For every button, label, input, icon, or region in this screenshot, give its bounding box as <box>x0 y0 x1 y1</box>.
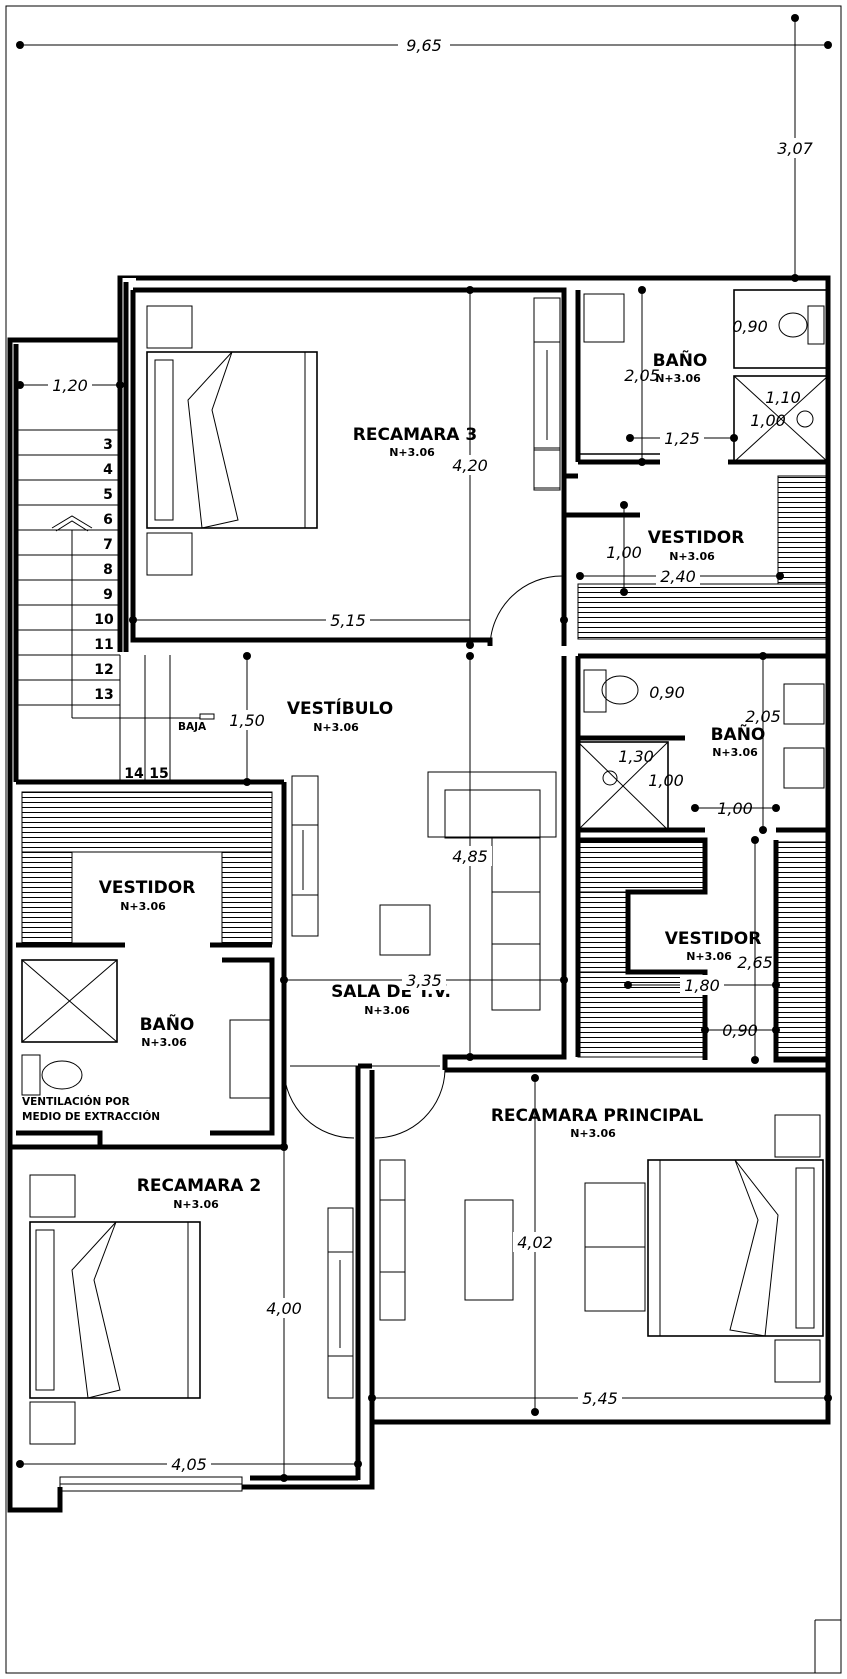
dim-vestidor2-width: 1,80 <box>684 976 720 995</box>
dim-front-setback: 3,07 <box>777 139 813 158</box>
room-name: BAÑO <box>140 1012 195 1035</box>
step-number: 7 <box>103 537 113 553</box>
dim-vestidor2-passage: 0,90 <box>722 1021 758 1040</box>
step-number: 15 <box>149 766 168 782</box>
lot-boundary <box>5 5 842 1674</box>
room-name: BAÑO <box>653 348 708 371</box>
step-number: 4 <box>103 462 113 478</box>
dim-recamara2-width: 4,05 <box>171 1455 207 1474</box>
room-vestidor-der: VESTIDOR N+3.06 <box>665 929 762 963</box>
room-recamara-3: RECAMARA 3 N+3.06 <box>353 425 477 459</box>
dim-recamara2-depth: 4,00 <box>266 1299 302 1318</box>
room-name: VESTIDOR <box>648 528 745 548</box>
room-level: N+3.06 <box>173 1198 219 1211</box>
dimension-labels: 9,65 3,07 1,20 5,15 4,20 0,90 2,05 1,10 … <box>48 35 818 1474</box>
room-level: N+3.06 <box>686 950 732 963</box>
room-level: N+3.06 <box>141 1036 187 1049</box>
note-line-1: VENTILACIÓN POR <box>22 1095 130 1108</box>
step-number: 10 <box>94 612 114 628</box>
dim-vestidor2-depth: 2,65 <box>737 953 773 972</box>
room-name: VESTIDOR <box>665 929 762 949</box>
room-recamara-2: RECAMARA 2 N+3.06 <box>137 1176 261 1211</box>
dim-vestidor1-depth: 1,00 <box>606 543 642 562</box>
wardrobe-hatching <box>21 475 829 1058</box>
dim-principal-depth: 4,02 <box>517 1233 553 1252</box>
room-level: N+3.06 <box>389 446 435 459</box>
room-name: RECAMARA PRINCIPAL <box>491 1106 704 1126</box>
dimension-markers <box>16 14 832 1482</box>
dim-bano1-toilet: 0,90 <box>732 317 768 336</box>
dim-sala-depth: 4,85 <box>452 847 488 866</box>
room-level: N+3.06 <box>364 1004 410 1017</box>
room-level: N+3.06 <box>655 372 701 385</box>
stair-direction-label: BAJA <box>178 721 207 733</box>
room-name: BAÑO <box>711 722 766 745</box>
dim-bano1-shower-w: 1,10 <box>765 388 801 407</box>
stair-step-numbers: 3 4 5 6 7 8 9 10 11 12 13 14 15 BAJA <box>94 437 207 782</box>
ventilation-note: VENTILACIÓN POR MEDIO DE EXTRACCIÓN <box>22 1095 160 1123</box>
step-number: 14 <box>124 766 144 782</box>
room-name: VESTIDOR <box>99 878 196 898</box>
room-name: RECAMARA 2 <box>137 1176 261 1196</box>
note-line-2: MEDIO DE EXTRACCIÓN <box>22 1110 160 1123</box>
step-number: 12 <box>94 662 113 678</box>
room-level: N+3.06 <box>120 900 166 913</box>
dim-vestidor1-width: 2,40 <box>660 567 696 586</box>
dim-vestibulo-depth: 1,50 <box>229 711 265 730</box>
dim-stair-width: 1,20 <box>52 376 88 395</box>
dim-bano2-depth: 2,05 <box>745 707 781 726</box>
room-recamara-principal: RECAMARA PRINCIPAL N+3.06 <box>491 1106 704 1140</box>
step-number: 5 <box>103 487 113 503</box>
step-number: 9 <box>103 587 113 603</box>
dim-recamara3-depth: 4,20 <box>452 456 488 475</box>
furniture <box>21 293 825 1445</box>
dim-bano2-shower-w: 1,30 <box>618 747 654 766</box>
step-number: 3 <box>103 437 113 453</box>
dim-bano1-width: 1,25 <box>664 429 700 448</box>
staircase <box>16 429 215 782</box>
room-vestidor-1: VESTIDOR N+3.06 <box>648 528 745 563</box>
step-number: 13 <box>94 687 113 703</box>
step-number: 11 <box>94 637 113 653</box>
room-name: RECAMARA 3 <box>353 425 477 445</box>
doors <box>283 575 563 1139</box>
room-level: N+3.06 <box>570 1127 616 1140</box>
room-bano-1: BAÑO N+3.06 <box>653 348 708 385</box>
dim-bano1-depth: 2,05 <box>624 366 660 385</box>
room-name: VESTÍBULO <box>287 697 393 719</box>
dim-sala-width: 3,35 <box>406 971 442 990</box>
room-bano-2: BAÑO N+3.06 <box>711 722 766 759</box>
room-vestidor-izq: VESTIDOR N+3.06 <box>99 878 196 913</box>
step-number: 6 <box>103 512 113 528</box>
dimension-lines <box>16 18 828 1478</box>
room-level: N+3.06 <box>313 721 359 734</box>
room-level: N+3.06 <box>712 746 758 759</box>
dim-bano2-shower-d: 1,00 <box>648 771 684 790</box>
dim-bano2-width: 1,00 <box>717 799 753 818</box>
dim-bano1-shower-d: 1,00 <box>750 411 786 430</box>
room-vestibulo: VESTÍBULO N+3.06 <box>287 697 393 734</box>
dim-principal-width: 5,45 <box>582 1389 618 1408</box>
dim-bano2-toilet: 0,90 <box>649 683 685 702</box>
room-level: N+3.06 <box>669 550 715 563</box>
dim-total-width: 9,65 <box>406 36 442 55</box>
dim-recamara3-width: 5,15 <box>330 611 366 630</box>
room-bano-3: BAÑO N+3.06 <box>140 1012 195 1049</box>
step-number: 8 <box>103 562 113 578</box>
